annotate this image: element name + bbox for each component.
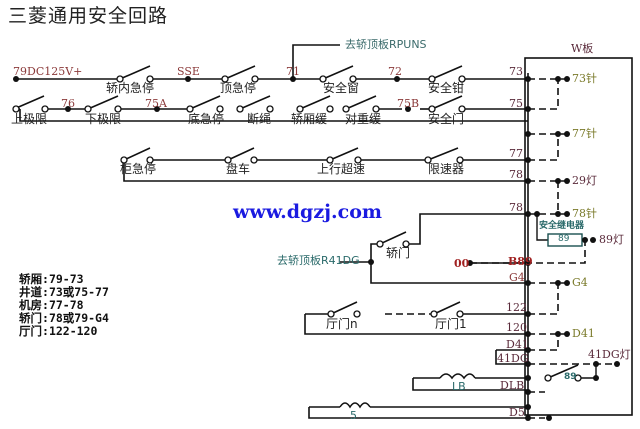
node-78b: 78 bbox=[509, 201, 523, 214]
coil-lb: LB bbox=[452, 380, 466, 393]
switch-landing-door-1: 厅门1 bbox=[435, 317, 467, 331]
legend-row: 机房:77-78 bbox=[19, 298, 84, 312]
node-78: 78 bbox=[509, 168, 523, 181]
switch-hand-wind: 盘车 bbox=[226, 162, 251, 176]
node-b89: B89 bbox=[508, 255, 533, 268]
pin-29-lamp: 29灯 bbox=[572, 174, 597, 187]
switch-safety-door: 安全门 bbox=[428, 112, 465, 126]
switch-landing-door-n: 厅门n bbox=[326, 317, 358, 331]
top-branch-label: 去轿顶板RPUNS bbox=[345, 38, 427, 51]
node-75b: 75B bbox=[397, 97, 420, 110]
switch-upper-limit: 上极限 bbox=[11, 112, 48, 126]
node-75: 75 bbox=[509, 97, 523, 110]
switch-cwt-buffer: 对重缓 bbox=[345, 112, 382, 126]
relay-label: 安全继电器 bbox=[539, 221, 585, 231]
legend: 轿厢:79-73 井道:73或75-77 机房:77-78 轿门:78或79-G… bbox=[19, 273, 109, 338]
pin-73: 73针 bbox=[572, 72, 597, 85]
switch-pit-estop: 底急停 bbox=[188, 112, 225, 126]
node-d41: D41 bbox=[506, 338, 529, 351]
switch-lower-limit: 下极限 bbox=[85, 112, 122, 126]
node-41dg: 41DG bbox=[497, 352, 529, 365]
node-dlb: DLB bbox=[500, 379, 525, 392]
node-122: 122 bbox=[506, 301, 527, 314]
node-sse: SSE bbox=[177, 65, 200, 78]
watermark: www.dgzj.com bbox=[233, 201, 382, 223]
pin-89-lamp: 89灯 bbox=[599, 233, 624, 246]
node-76: 76 bbox=[61, 97, 75, 110]
legend-row: 轿门:78或79-G4 bbox=[19, 311, 109, 325]
node-77: 77 bbox=[509, 147, 523, 160]
switch-cabinet-estop: 柜急停 bbox=[120, 162, 157, 176]
node-75a: 75A bbox=[145, 97, 167, 110]
pin-77: 77针 bbox=[572, 127, 597, 140]
contact-89: 89 bbox=[564, 372, 577, 382]
node-72: 72 bbox=[388, 65, 402, 78]
relay-number: 89 bbox=[558, 234, 570, 244]
switch-safety-window: 安全窗 bbox=[323, 81, 360, 95]
coil-5: 5 bbox=[350, 409, 357, 422]
diagram-title: 三菱通用安全回路 bbox=[8, 5, 169, 27]
switch-car-buffer: 轿厢缓 bbox=[291, 112, 328, 126]
switch-broken-rope: 断绳 bbox=[247, 112, 272, 126]
switch-car-door: 轿门 bbox=[386, 246, 411, 260]
node-120: 120 bbox=[506, 321, 527, 334]
switch-up-overspeed: 上行超速 bbox=[317, 162, 366, 176]
pin-78: 78针 bbox=[572, 207, 597, 220]
legend-row: 井道:73或75-77 bbox=[19, 285, 109, 299]
switch-safety-gear: 安全钳 bbox=[428, 81, 465, 95]
node-00: 00 bbox=[454, 257, 470, 270]
w-board-outline bbox=[524, 57, 633, 416]
door-branch-label: 去轿顶板R41DG bbox=[277, 254, 360, 267]
legend-row: 厅门:122-120 bbox=[19, 324, 98, 338]
switch-car-estop: 轿内急停 bbox=[106, 81, 155, 95]
node-71: 71 bbox=[286, 65, 300, 78]
w-board-label: W板 bbox=[571, 42, 594, 55]
node-d5: D5 bbox=[509, 406, 525, 419]
pin-41dg-lamp: 41DG灯 bbox=[588, 348, 631, 361]
pin-g4: G4 bbox=[572, 276, 588, 289]
node-73: 73 bbox=[509, 65, 523, 78]
legend-row: 轿厢:79-73 bbox=[19, 272, 84, 286]
switch-top-estop: 顶急停 bbox=[220, 81, 257, 95]
node-source: 79DC125V+ bbox=[13, 65, 83, 78]
pin-d41: D41 bbox=[572, 327, 595, 340]
switch-governor: 限速器 bbox=[428, 162, 465, 176]
node-g4: G4 bbox=[509, 271, 525, 284]
